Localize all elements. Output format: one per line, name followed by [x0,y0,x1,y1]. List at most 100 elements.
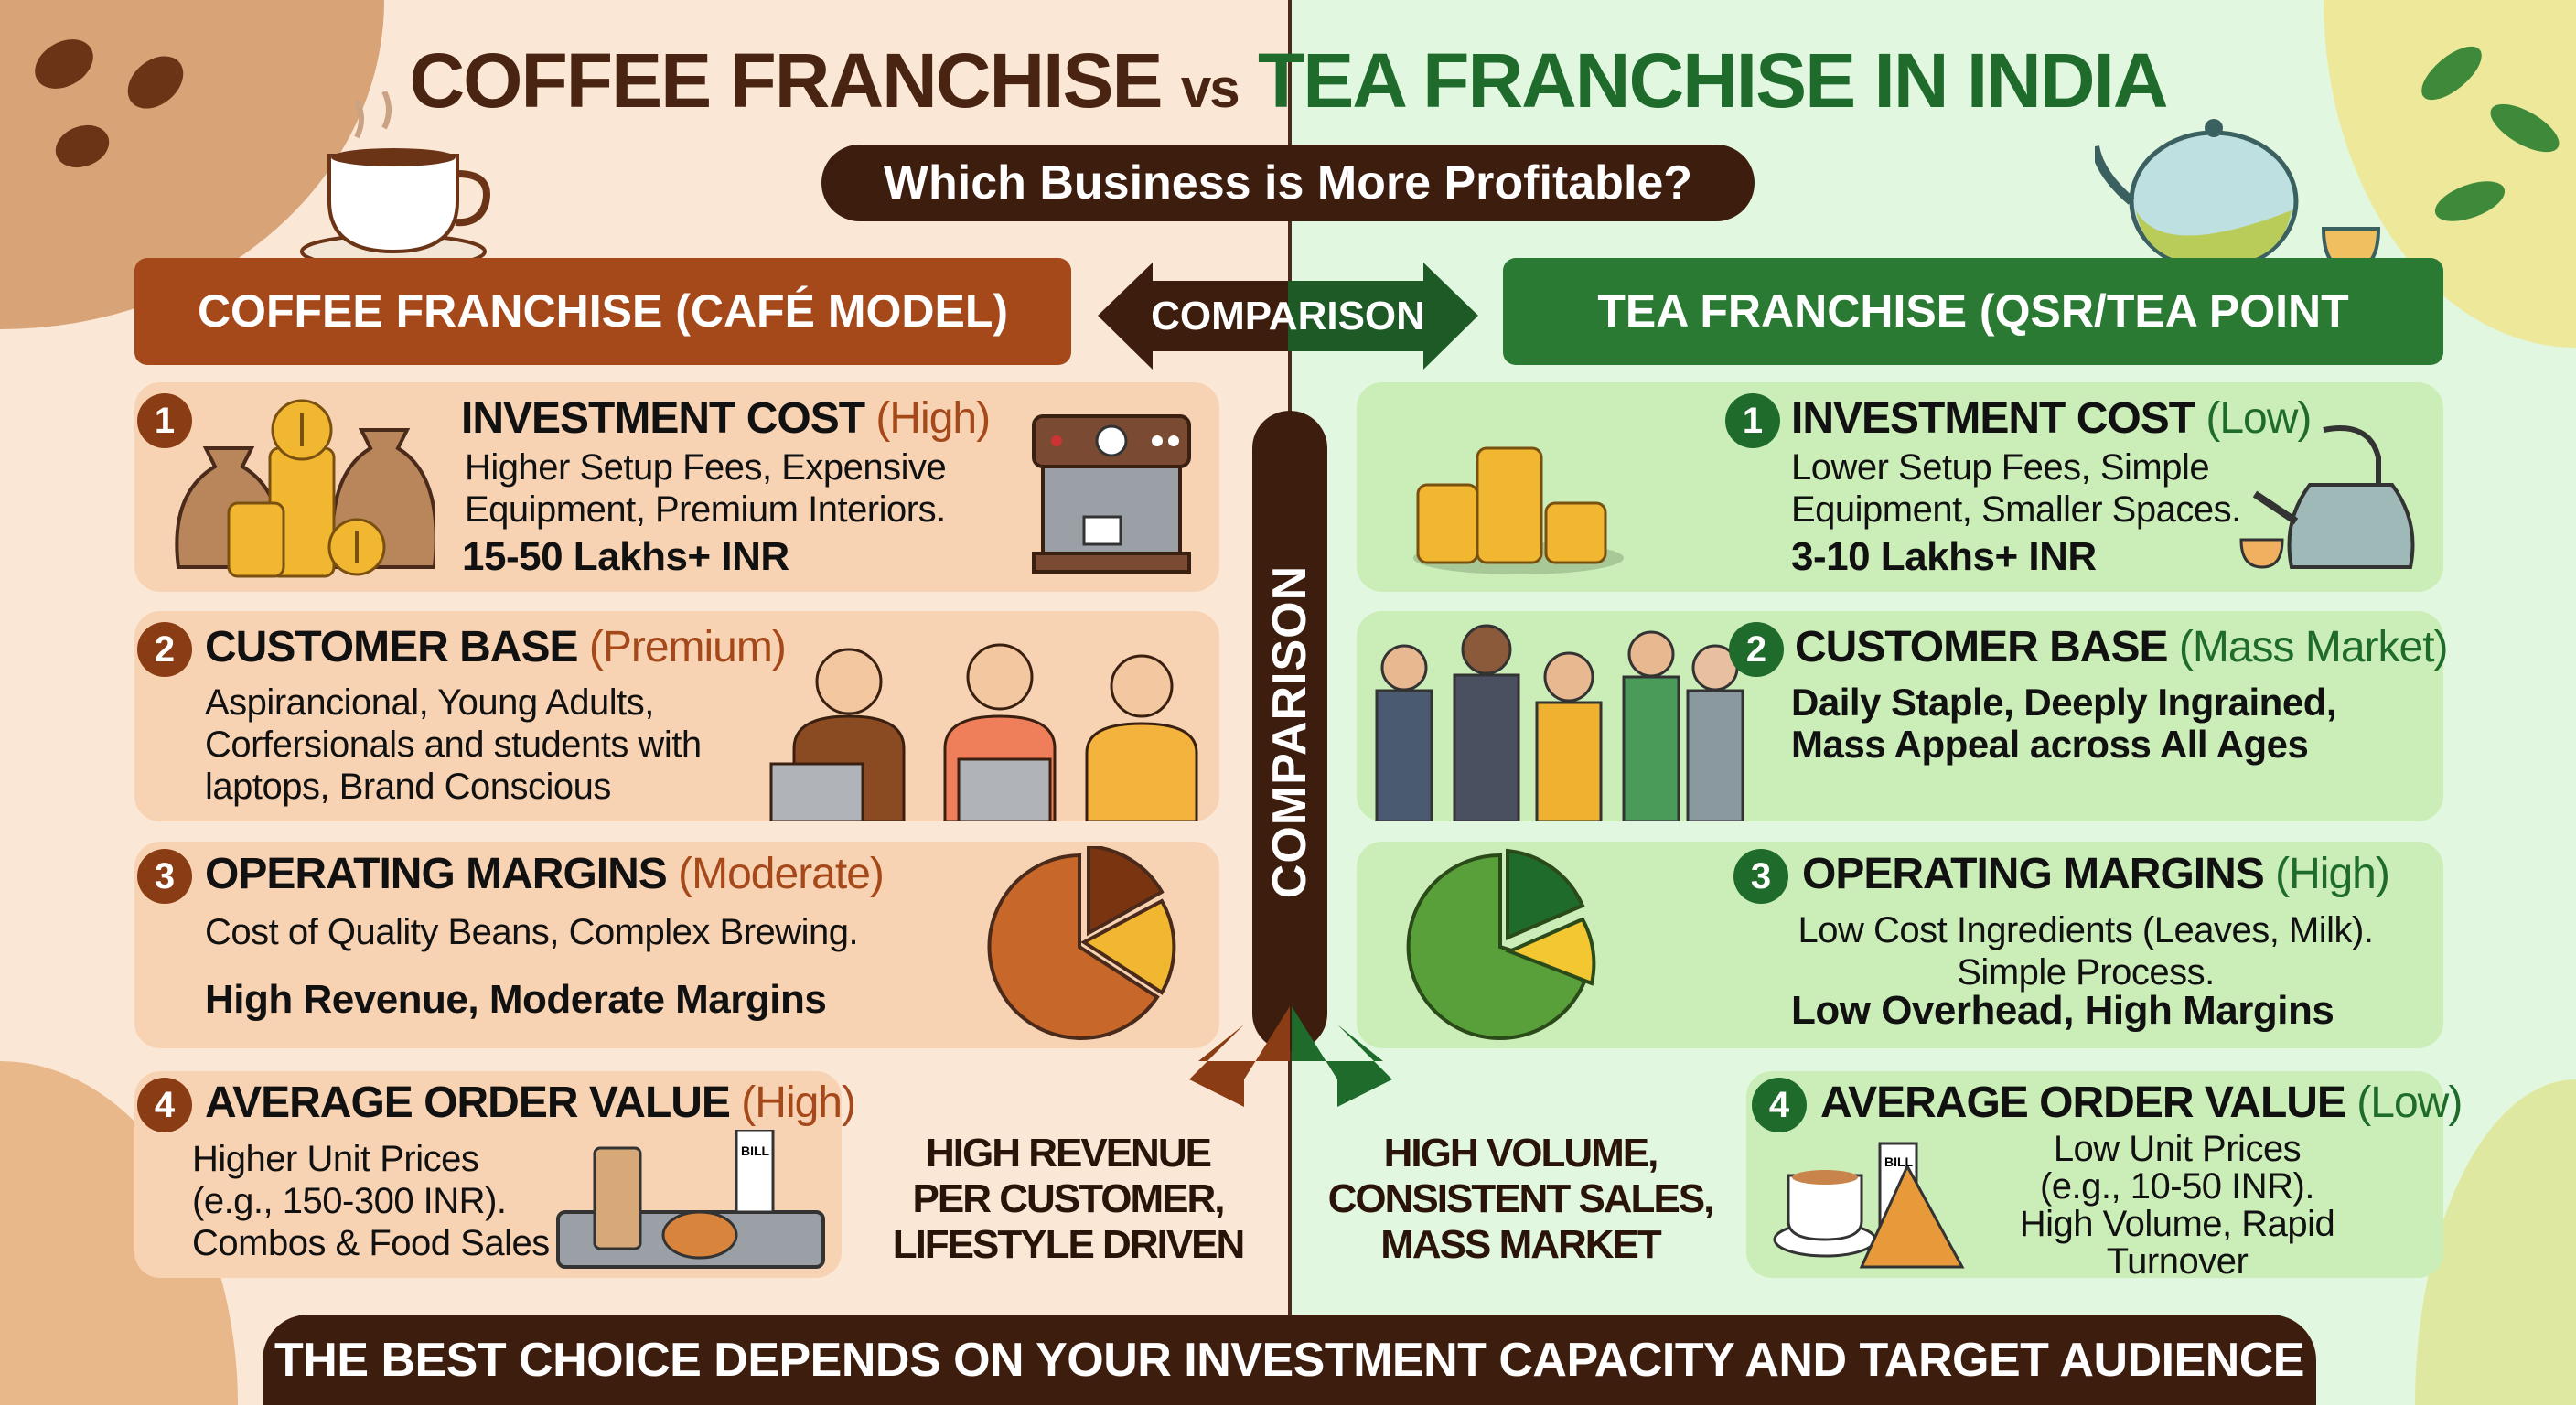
step-badge: 1 [1725,393,1780,448]
card-line: Equipment, Premium Interiors. [465,489,946,530]
card-body: Daily Staple, Deeply Ingrained,Mass Appe… [1791,681,2337,766]
tea-samosa-bill-icon [1773,1142,1965,1269]
card-line: Higher Unit Prices [192,1139,479,1179]
step-badge: 2 [137,622,192,677]
card-qualifier: (Low) [2206,394,2312,443]
card-title: OPERATING MARGINS (Moderate) [205,849,885,899]
card-line: High Volume, Rapid [2019,1204,2335,1244]
card-line: Aspirancional, Young Adults, [205,682,654,723]
card-line: Low Unit Prices [2053,1129,2302,1169]
step-badge: 4 [137,1078,192,1132]
card-qualifier: (Moderate) [678,850,885,898]
card-line: Cost of Quality Beans, Complex Brewing. [205,912,859,952]
coffee-margin-pie-icon [987,846,1176,1040]
card-title: OPERATING MARGINS (High) [1802,849,2390,899]
conclusion-banner: THE BEST CHOICE DEPENDS ON YOUR INVESTME… [263,1315,2316,1405]
card-value: 3-10 Lakhs+ INR [1791,534,2097,579]
latte-tray-bill-icon [556,1130,825,1269]
card-line: Corfersionals and students with [205,724,702,765]
card-title-text: AVERAGE ORDER VALUE [205,1079,731,1127]
step-badge: 2 [1729,622,1784,677]
tea-leaves-icon [2421,46,2560,221]
card-qualifier: (High) [741,1079,856,1127]
card-line: Low Cost Ingredients (Leaves, Milk). [1798,910,2374,950]
card-value: High Revenue, Moderate Margins [205,977,827,1022]
title-tea: TEA FRANCHISE IN INDIA [1257,38,2169,123]
card-value: Low Overhead, High Margins [1791,988,2334,1033]
card-title-text: OPERATING MARGINS [205,850,668,898]
espresso-machine-icon [1032,414,1191,574]
title-coffee: COFFEE FRANCHISE [409,38,1163,123]
card-line: Mass Appeal across All Ages [1791,723,2309,766]
card-title-text: INVESTMENT COST [1791,394,2195,443]
coffee-beans-icon [35,39,184,168]
card-line: Higher Setup Fees, Expensive [465,447,947,488]
card-qualifier: (High) [2275,850,2390,898]
card-title-text: CUSTOMER BASE [205,623,578,671]
coffee-summary: HIGH REVENUE PER CUSTOMER, LIFESTYLE DRI… [855,1131,1281,1268]
double-arrow-icon [1098,263,1478,370]
card-value: 15-50 Lakhs+ INR [462,534,789,579]
card-qualifier: (High) [875,394,991,443]
down-arrow-right-icon [1292,1006,1392,1107]
card-title: INVESTMENT COST (High) [461,393,991,444]
card-title-text: CUSTOMER BASE [1795,623,2168,671]
young-professionals-illustration [769,643,1198,821]
card-body: Aspirancional, Young Adults,Corfersional… [205,682,702,808]
page-title: COFFEE FRANCHISE vs TEA FRANCHISE IN IND… [0,37,2576,125]
subtitle-pill: Which Business is More Profitable? [821,145,1755,221]
card-line: Combos & Food Sales [192,1223,550,1263]
comparison-arrow: COMPARISON [1098,263,1478,370]
card-title: AVERAGE ORDER VALUE (High) [205,1078,856,1128]
card-qualifier: (Premium) [588,623,787,671]
title-vs: vs [1180,58,1240,119]
card-body: Low Unit Prices(e.g., 10-50 INR).High Vo… [1985,1131,2369,1281]
summary-line: HIGH VOLUME, [1383,1131,1659,1175]
vertical-comparison-bar [1252,411,1327,1051]
card-line: (e.g., 10-50 INR). [2039,1166,2315,1207]
card-line: Equipment, Smaller Spaces. [1791,489,2241,530]
card-line: Simple Process. [1957,952,2215,993]
kettle-tea-cup-icon [2239,425,2415,569]
bill-label: BILL [1884,1154,1914,1169]
card-line: Lower Setup Fees, Simple [1791,447,2210,488]
bill-label: BILL [741,1143,770,1158]
card-title: AVERAGE ORDER VALUE (Low) [1820,1078,2463,1128]
summary-line: HIGH REVENUE [926,1131,1212,1175]
summary-line: CONSISTENT SALES, [1327,1176,1715,1221]
coffee-header: COFFEE FRANCHISE (CAFÉ MODEL) [134,258,1071,365]
teapot-icon [2095,119,2381,273]
summary-line: PER CUSTOMER, [912,1176,1226,1221]
card-body: Higher Unit Prices(e.g., 150-300 INR).Co… [192,1138,550,1264]
summary-line: MASS MARKET [1380,1222,1662,1267]
comparison-label: COMPARISON [1151,294,1425,338]
tea-header: TEA FRANCHISE (QSR/TEA POINT MODEL) [1503,258,2443,444]
card-title: INVESTMENT COST (Low) [1791,393,2312,444]
card-line: (e.g., 150-300 INR). [192,1181,507,1221]
tea-margin-pie-icon [1406,848,1596,1040]
card-body: Cost of Quality Beans, Complex Brewing. [205,911,859,953]
vertical-comparison-label: COMPARISON [1263,564,1316,899]
step-badge: 3 [137,849,192,904]
card-body: Low Cost Ingredients (Leaves, Milk).Simp… [1784,909,2388,993]
step-badge: 3 [1733,849,1788,904]
down-arrow-left-icon [1189,1006,1290,1107]
step-badge: 1 [137,393,192,448]
card-line: Daily Staple, Deeply Ingrained, [1791,681,2337,724]
coin-stacks-icon [1413,446,1624,574]
summary-line: LIFESTYLE DRIVEN [892,1222,1246,1267]
step-badge: 4 [1752,1078,1807,1132]
tea-summary: HIGH VOLUME, CONSISTENT SALES, MASS MARK… [1297,1131,1744,1268]
card-title-text: AVERAGE ORDER VALUE [1820,1079,2346,1127]
diverse-crowd-illustration [1375,624,1744,821]
card-title: CUSTOMER BASE (Mass Market) [1795,622,2449,672]
card-title: CUSTOMER BASE (Premium) [205,622,787,672]
card-qualifier: (Low) [2356,1079,2463,1127]
card-line: laptops, Brand Conscious [205,767,611,807]
money-bags-coins-icon [175,399,435,578]
card-qualifier: (Mass Market) [2178,623,2449,671]
card-title-text: INVESTMENT COST [461,394,865,443]
card-line: Turnover [2106,1241,2249,1282]
